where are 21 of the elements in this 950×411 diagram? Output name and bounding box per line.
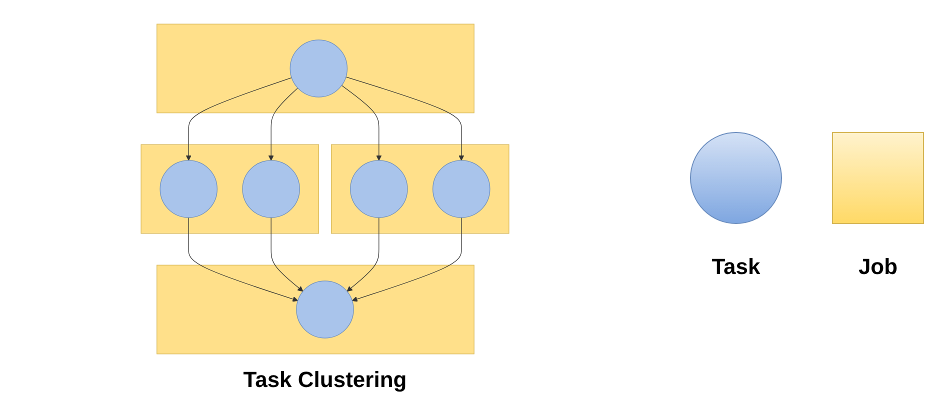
arrow bbox=[188, 216, 298, 302]
node-circle bbox=[350, 160, 408, 218]
node-circle bbox=[160, 160, 218, 218]
node-circle bbox=[296, 280, 354, 338]
cluster bbox=[331, 144, 510, 234]
cluster bbox=[140, 144, 319, 234]
arrow bbox=[186, 76, 292, 160]
legend-label: Task bbox=[712, 254, 760, 280]
node-circle bbox=[432, 160, 490, 218]
arrow bbox=[346, 216, 380, 292]
arrow bbox=[341, 84, 382, 160]
arrow bbox=[270, 216, 304, 292]
cluster bbox=[156, 23, 474, 113]
arrow bbox=[268, 87, 298, 160]
arrow bbox=[352, 216, 462, 302]
cluster bbox=[156, 264, 474, 354]
arrow bbox=[346, 76, 464, 160]
node-circle bbox=[290, 39, 348, 97]
legend-label: Job bbox=[858, 254, 898, 280]
caption: Task Clustering bbox=[243, 366, 407, 392]
node-circle bbox=[242, 160, 300, 218]
